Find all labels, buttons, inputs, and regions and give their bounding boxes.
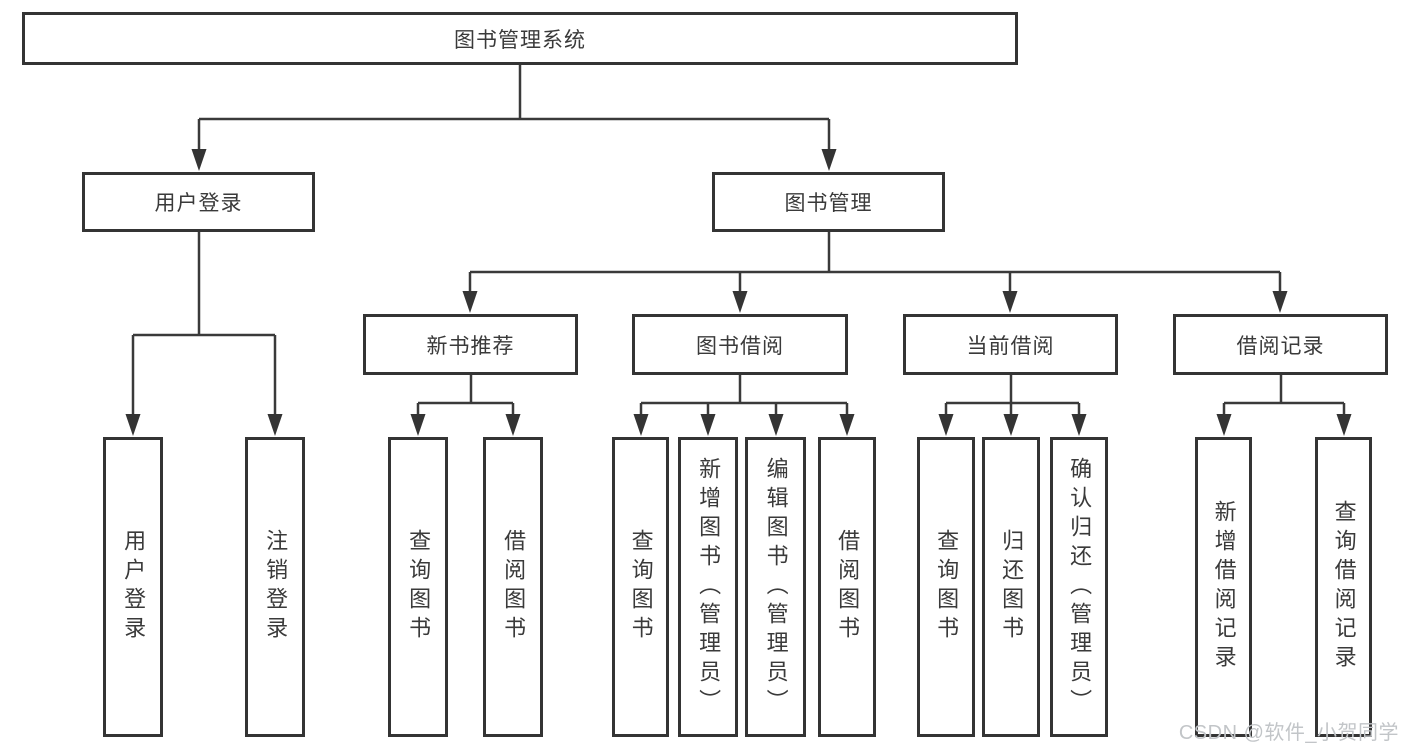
node-user-login-module-label: 用户登录 [154,192,243,215]
leaf-logout-label: 注销登录 [263,529,289,645]
leaf-nb-query-books-label: 查询图书 [406,529,432,645]
leaf-bb-edit-books-admin: 编辑图书（管理员） [745,437,806,737]
leaf-user-login: 用户登录 [103,437,163,737]
leaf-nb-query-books: 查询图书 [388,437,448,737]
leaf-user-login-label: 用户登录 [121,529,147,645]
node-book-management-module-label: 图书管理 [784,192,873,215]
connector-book-mgmt-to-level3 [468,232,1282,292]
leaf-cb-query-books: 查询图书 [917,437,975,737]
node-new-book-recommend: 新书推荐 [363,314,578,375]
node-book-management-system-label: 图书管理系统 [454,28,586,52]
node-borrowing-records-label: 借阅记录 [1236,334,1325,358]
node-book-borrowing: 图书借阅 [632,314,848,375]
leaf-logout: 注销登录 [245,437,305,737]
arrowheads [125,149,1352,436]
leaf-br-add-record: 新增借阅记录 [1195,437,1252,737]
leaf-nb-borrow-books-label: 借阅图书 [501,529,527,645]
leaf-cb-return-books-label: 归还图书 [999,529,1025,645]
leaf-br-query-record-label: 查询借阅记录 [1331,500,1357,674]
leaf-cb-confirm-return-admin: 确认归还（管理员） [1050,437,1108,737]
leaf-br-query-record: 查询借阅记录 [1315,437,1372,737]
leaf-nb-borrow-books: 借阅图书 [483,437,543,737]
connector-new-book-branch [416,375,515,415]
leaf-bb-borrow-books: 借阅图书 [818,437,876,737]
node-borrowing-records: 借阅记录 [1173,314,1388,375]
node-current-borrowing-label: 当前借阅 [966,334,1055,358]
leaf-bb-edit-books-admin-label: 编辑图书（管理员） [763,456,789,718]
csdn-watermark: CSDN @软件_小贺同学 [1178,722,1399,744]
leaf-bb-add-books-admin: 新增图书（管理员） [678,437,738,737]
leaf-br-add-record-label: 新增借阅记录 [1211,500,1237,674]
node-book-borrowing-label: 图书借阅 [696,334,784,358]
leaf-bb-add-books-admin-label: 新增图书（管理员） [696,456,722,718]
connector-borrow-record-branch [1222,375,1346,415]
connector-user-login-branch [131,232,277,415]
leaf-cb-return-books: 归还图书 [982,437,1040,737]
connector-current-borrow-branch [944,375,1081,415]
connector-root-to-level2 [197,65,831,150]
node-book-management-module: 图书管理 [712,172,945,232]
leaf-bb-query-books-label: 查询图书 [628,529,654,645]
leaf-cb-confirm-return-admin-label: 确认归还（管理员） [1067,456,1093,718]
leaf-bb-borrow-books-label: 借阅图书 [835,529,861,645]
connector-book-borrow-branch [639,375,849,415]
node-new-book-recommend-label: 新书推荐 [426,334,515,358]
leaf-cb-query-books-label: 查询图书 [934,529,960,645]
node-user-login-module: 用户登录 [82,172,315,232]
node-book-management-system: 图书管理系统 [22,12,1018,65]
node-current-borrowing: 当前借阅 [903,314,1118,375]
leaf-bb-query-books: 查询图书 [612,437,669,737]
